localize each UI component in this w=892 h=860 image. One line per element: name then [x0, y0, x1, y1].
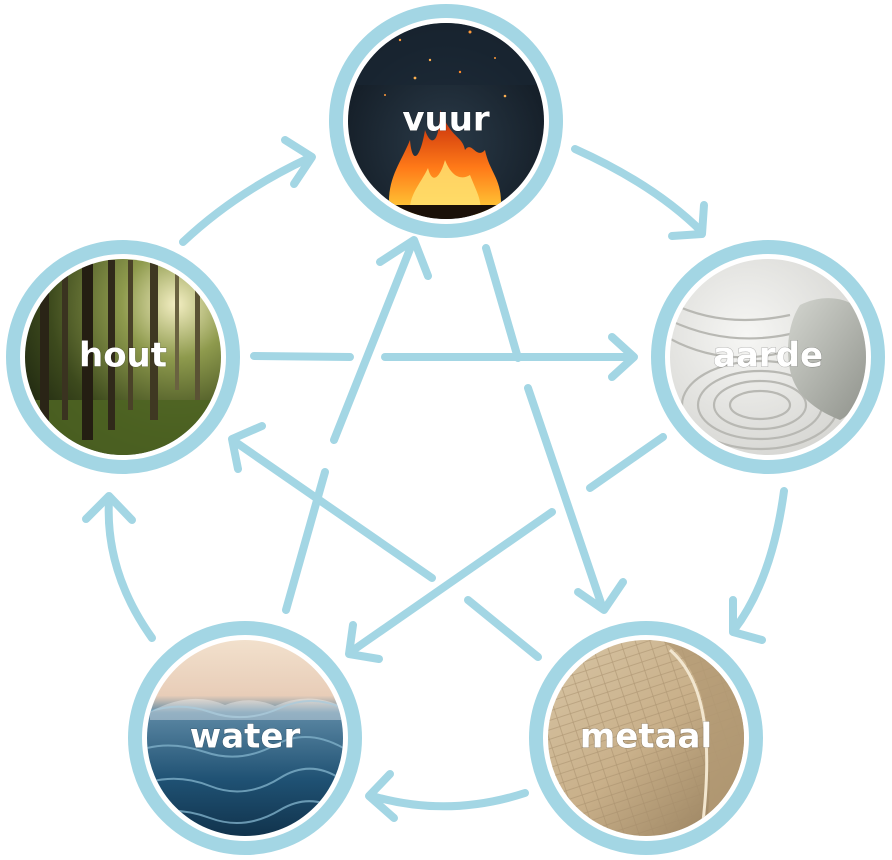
arrowhead-aarde-to-water	[345, 621, 383, 663]
zen-garden-image	[670, 259, 866, 455]
arrowhead-water-to-hout	[82, 492, 136, 524]
label-metaal: metaal	[580, 717, 712, 757]
arrow-water-to-vuur-b	[330, 240, 416, 444]
arrow-metaal-to-hout-b	[230, 437, 436, 582]
arrow-hout-to-aarde-a	[250, 352, 354, 361]
label-aarde: aarde	[713, 336, 823, 376]
node-vuur: vuur	[329, 4, 563, 238]
arrow-metaal-to-hout-a	[464, 596, 542, 661]
arrowhead-metaal-to-water	[365, 770, 398, 822]
arrow-aarde-to-water-b	[348, 508, 556, 655]
arrow-vuur-to-metaal-a	[482, 244, 522, 362]
arrow-hout-to-vuur	[179, 154, 313, 246]
label-vuur: vuur	[402, 100, 490, 140]
arrowhead-vuur-to-aarde	[668, 201, 708, 240]
arrowhead-metaal-to-hout	[228, 422, 266, 473]
node-metaal: metaal	[529, 621, 763, 855]
ocean-image	[147, 640, 343, 836]
arrow-water-to-hout	[104, 496, 156, 642]
node-water: water	[128, 621, 362, 855]
label-hout: hout	[79, 336, 167, 376]
arrow-vuur-to-aarde	[571, 145, 706, 236]
node-aarde: aarde	[651, 240, 885, 474]
node-hout: hout	[6, 240, 240, 474]
generating-cycle-arrows	[82, 136, 788, 822]
arrow-metaal-to-water	[368, 789, 529, 811]
arrowhead-vuur-to-metaal	[574, 578, 627, 614]
controlling-cycle-arrows	[228, 236, 667, 663]
arrow-aarde-to-water-a	[586, 433, 667, 492]
arrowhead-hout-to-vuur	[281, 136, 316, 188]
arrow-aarde-to-metaal	[730, 487, 788, 634]
arrowhead-water-to-vuur	[376, 236, 432, 280]
arrow-vuur-to-metaal-b	[524, 384, 606, 610]
arrowhead-hout-to-aarde	[608, 333, 638, 381]
arrowhead-aarde-to-metaal	[729, 596, 766, 644]
label-water: water	[190, 717, 301, 757]
